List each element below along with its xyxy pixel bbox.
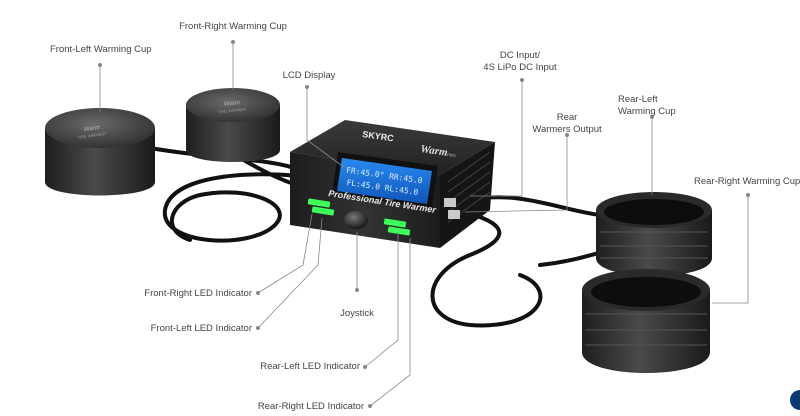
cup-model-text: Warm [224,100,240,108]
front-left-led [311,206,335,216]
label-front-right-cup: Front-Right Warming Cup [179,21,287,32]
label-lcd-display: LCD Display [282,70,336,81]
label-rear-warmers-output: Rear Warmers Output [528,112,606,136]
rear-left-warming-cup [596,192,712,276]
label-joystick: Joystick [340,308,374,319]
label-front-right-led: Front-Right LED Indicator [144,288,252,299]
label-rear-output-line1: Rear [556,112,578,123]
rear-right-warming-cup [582,269,710,373]
label-rear-left-cup-line2: Warming Cup [618,106,676,117]
label-dc-input-line1: DC Input/ [499,50,541,61]
model-suffix-text: PRO [447,152,456,158]
label-front-left-led: Front-Left LED Indicator [150,323,252,334]
cup-model-text: Warm [84,125,101,133]
model-logo-text: Warm [420,143,449,159]
cup-brand-text: TIRE WARMER [77,131,106,140]
label-rear-left-led: Rear-Left LED Indicator [260,361,360,372]
rear-output-port [448,210,460,219]
label-rear-left-cup: Rear-Left Warming Cup [618,94,698,118]
joystick [344,211,368,229]
rear-left-led [383,218,407,228]
label-rear-left-cup-line1: Rear-Left [618,94,658,105]
label-rear-right-cup: Rear-Right Warming Cup [694,176,800,187]
label-dc-input: DC Input/ 4S LiPo DC Input [474,50,566,74]
front-right-warming-cup: Warm TIRE WARMER [186,88,280,162]
cup-brand-text: TIRE WARMER [218,107,247,115]
lcd-display [337,158,432,204]
brand-logo-text: SKYRC [362,129,395,143]
corner-badge [790,390,800,410]
front-right-led [307,198,331,208]
leader-lines [99,42,749,407]
label-rear-output-line2: Warmers Output [532,124,602,135]
rear-right-led [387,226,411,236]
tire-warmer-device: FR:45.0° RR:45.0 FL:45.0 RL:45.0 SKYRC W… [290,120,495,248]
dc-input-port [444,198,456,207]
leader-dots [98,40,750,408]
front-left-warming-cup: Warm TIRE WARMER [45,108,155,196]
label-dc-input-line2: 4S LiPo DC Input [483,62,557,73]
label-rear-right-led: Rear-Right LED Indicator [257,401,364,412]
label-front-left-cup: Front-Left Warming Cup [50,44,152,55]
